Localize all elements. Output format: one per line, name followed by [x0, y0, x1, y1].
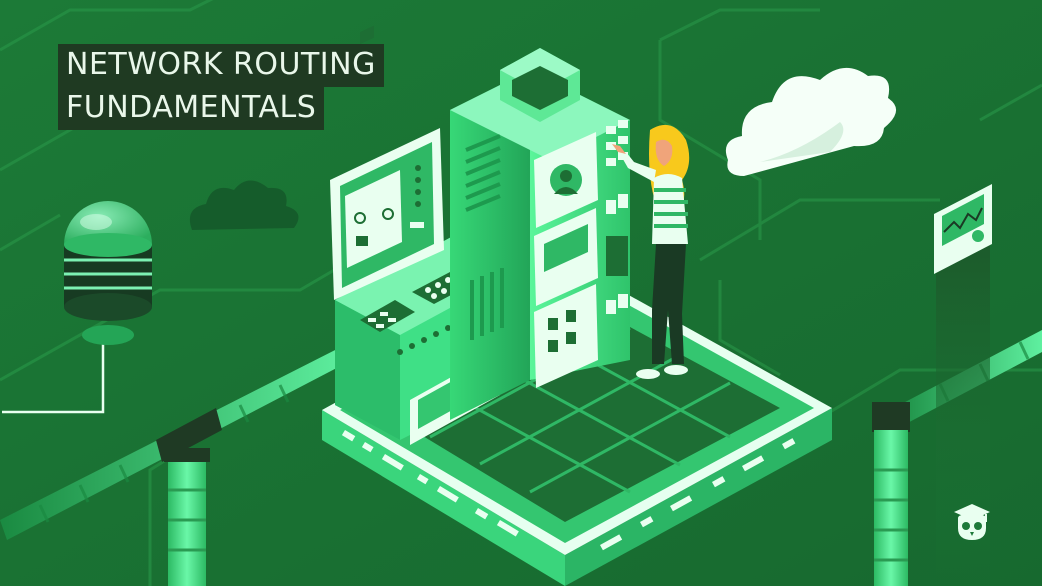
title-line-1: NETWORK ROUTING: [58, 44, 384, 87]
engineer-figure: [612, 124, 690, 379]
floating-chart-panel: [934, 184, 992, 586]
owl-graduation-cap-icon[interactable]: [952, 502, 992, 542]
cloud-icon: [725, 67, 897, 176]
title-block: NETWORK ROUTING FUNDAMENTALS: [58, 44, 384, 130]
server-tower: [450, 48, 630, 420]
title-line-2: FUNDAMENTALS: [58, 87, 325, 130]
server-dome-icon: [2, 201, 152, 414]
dark-cloud-icon: [189, 180, 299, 230]
